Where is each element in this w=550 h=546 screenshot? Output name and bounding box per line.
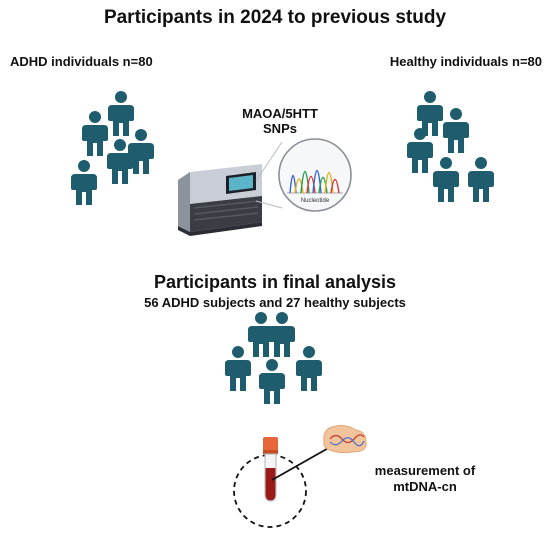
person-icon — [82, 111, 108, 156]
chromatogram-label: Nucleotide — [301, 198, 330, 204]
final-analysis-title: Participants in final analysis — [153, 272, 397, 292]
measurement-label-line2: mtDNA-cn — [393, 479, 457, 494]
person-icon — [259, 359, 285, 404]
adhd-group-label: ADHD individuals n=80 — [10, 54, 153, 69]
healthy-people-group — [407, 91, 494, 202]
person-icon — [443, 108, 469, 153]
final-people-group — [225, 312, 322, 404]
adhd-people-group — [71, 91, 154, 205]
measurement-label-line1: measurement of — [374, 463, 476, 478]
snp-label-line2: SNPs — [263, 121, 297, 136]
snp-label-line1: MAOA/5HTT — [242, 106, 318, 121]
final-analysis-subtitle: 56 ADHD subjects and 27 healthy subjects — [144, 295, 406, 310]
sequencer-icon — [178, 164, 262, 236]
chromatogram-icon: Nucleotide — [278, 138, 352, 212]
person-icon — [468, 157, 494, 202]
person-icon — [433, 157, 459, 202]
person-icon — [108, 91, 134, 136]
person-icon — [407, 128, 433, 173]
blood-tube-icon — [263, 437, 278, 502]
page-title: Participants in 2024 to previous study — [103, 7, 447, 28]
person-icon — [269, 312, 295, 357]
person-icon — [225, 346, 251, 391]
person-icon — [71, 160, 97, 205]
zoom-circle — [233, 454, 307, 528]
healthy-group-label: Healthy individuals n=80 — [389, 54, 542, 69]
person-icon — [296, 346, 322, 391]
mitochondrion-icon — [323, 425, 367, 454]
